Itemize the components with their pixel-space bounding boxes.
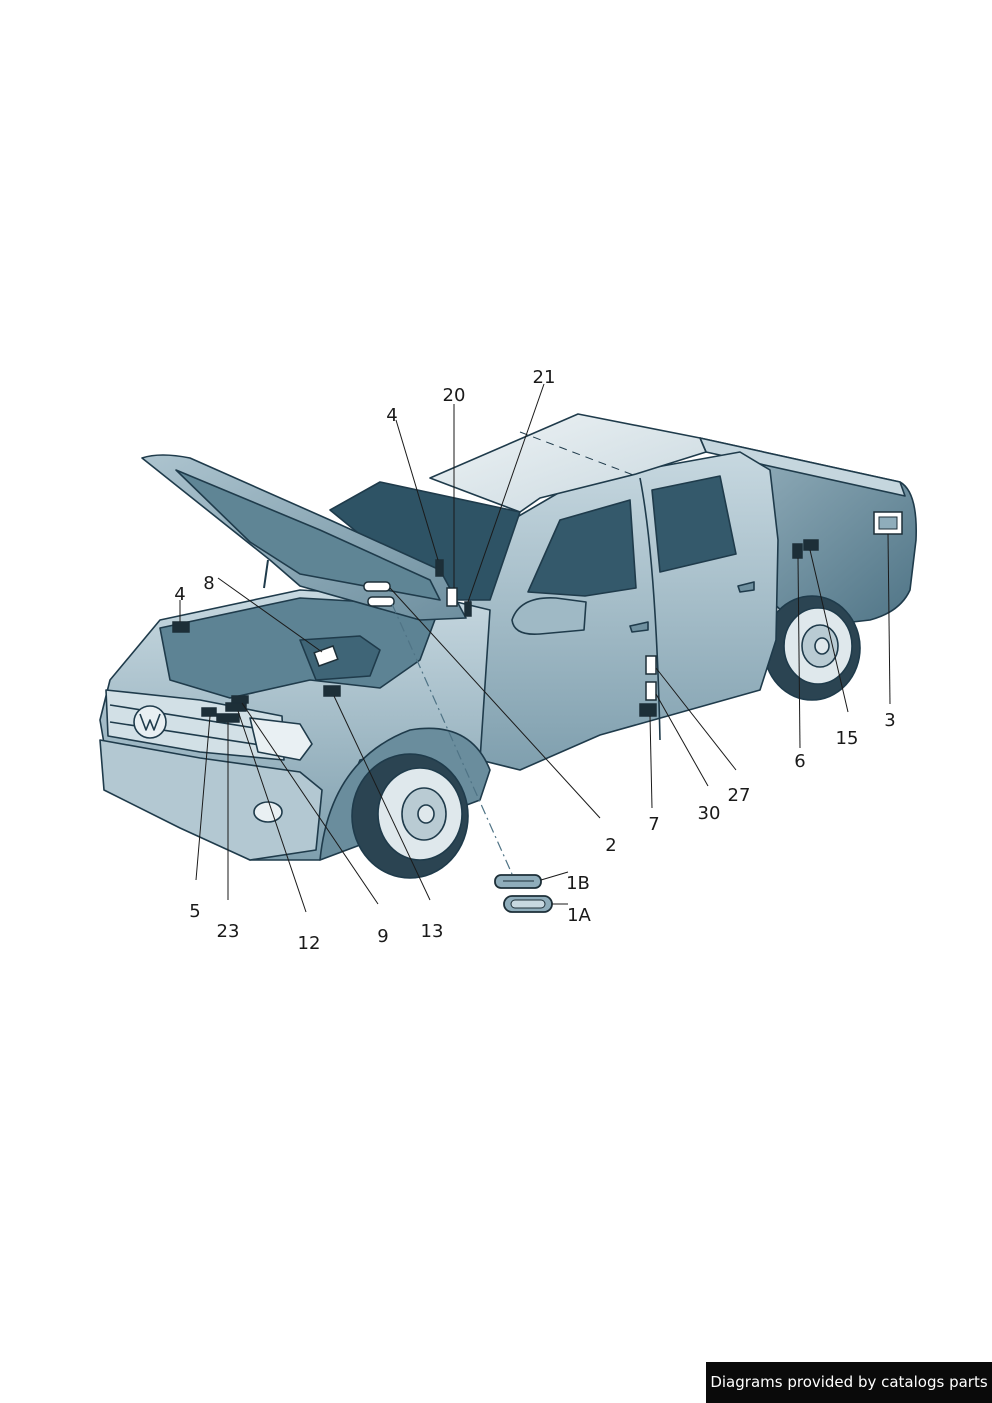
sticker-9 <box>231 695 249 704</box>
emblem-mark <box>139 713 161 731</box>
callout-9: 9 <box>377 926 388 947</box>
sticker-27 <box>645 655 657 675</box>
sticker-30 <box>645 681 657 701</box>
pickup-truck-illustration <box>99 413 917 879</box>
door-handle-front <box>629 621 649 633</box>
hood-inner <box>175 469 441 601</box>
callout-5: 5 <box>189 901 200 922</box>
sticker-4-bay <box>172 621 190 633</box>
door-handle-rear <box>737 581 755 593</box>
leader-9 <box>241 702 379 905</box>
leader-8 <box>217 577 323 653</box>
hood-prop-rod <box>263 559 269 589</box>
side-mirror <box>511 597 587 636</box>
leader-7 <box>649 715 653 809</box>
callout-6: 6 <box>794 751 805 772</box>
leader-5 <box>195 715 211 881</box>
leader-27 <box>655 667 737 771</box>
projection-line <box>391 603 513 875</box>
sticker-13 <box>323 685 341 697</box>
callout-3: 3 <box>884 710 895 731</box>
sticker-2-top <box>363 581 391 592</box>
rear-wheel <box>763 595 861 701</box>
callout-15: 15 <box>836 728 859 749</box>
callout-21: 21 <box>533 367 556 388</box>
sticker-7 <box>639 703 657 717</box>
callout-30: 30 <box>698 803 721 824</box>
leader-21 <box>467 383 545 603</box>
sticker-23 <box>216 713 240 723</box>
sticker-3-inner <box>878 516 898 530</box>
sticker-15 <box>803 539 819 551</box>
callout-12: 12 <box>298 933 321 954</box>
fog-light <box>253 801 283 823</box>
front-wheel <box>319 727 491 879</box>
sticker-4-windshield <box>435 559 444 577</box>
callout-1b: 1B <box>566 873 590 894</box>
credit-badge: Diagrams provided by catalogs parts <box>706 1362 992 1403</box>
leader-6 <box>797 557 801 749</box>
sticker-5 <box>201 707 217 717</box>
door-seam <box>639 477 661 741</box>
callout-20: 20 <box>443 385 466 406</box>
front-door-window <box>527 499 637 597</box>
callout-2: 2 <box>605 835 616 856</box>
sticker-20 <box>446 587 458 607</box>
leader-2 <box>389 587 601 819</box>
rear-door-window <box>651 475 737 573</box>
callout-23: 23 <box>217 921 240 942</box>
headlight <box>249 717 313 761</box>
roof-dash-line <box>519 431 637 477</box>
leader-15 <box>809 549 849 713</box>
leader-3 <box>887 533 891 705</box>
leader-4-windshield <box>395 419 439 561</box>
callout-4-bay: 4 <box>174 584 185 605</box>
callout-1a: 1A <box>567 905 591 926</box>
sticker-21 <box>464 601 472 617</box>
front-bumper <box>99 739 323 861</box>
sticker-2-bottom <box>367 596 395 607</box>
engine-block <box>299 635 381 681</box>
roof <box>429 413 707 513</box>
leader-12 <box>237 710 307 913</box>
callout-27: 27 <box>728 785 751 806</box>
callout-7: 7 <box>648 814 659 835</box>
leader-13 <box>333 695 431 901</box>
callout-8: 8 <box>203 573 214 594</box>
leader-30 <box>655 693 709 787</box>
leader-1b <box>540 871 569 881</box>
callout-13: 13 <box>421 921 444 942</box>
sticker-6 <box>792 543 803 559</box>
callout-4-windshield: 4 <box>386 405 397 426</box>
